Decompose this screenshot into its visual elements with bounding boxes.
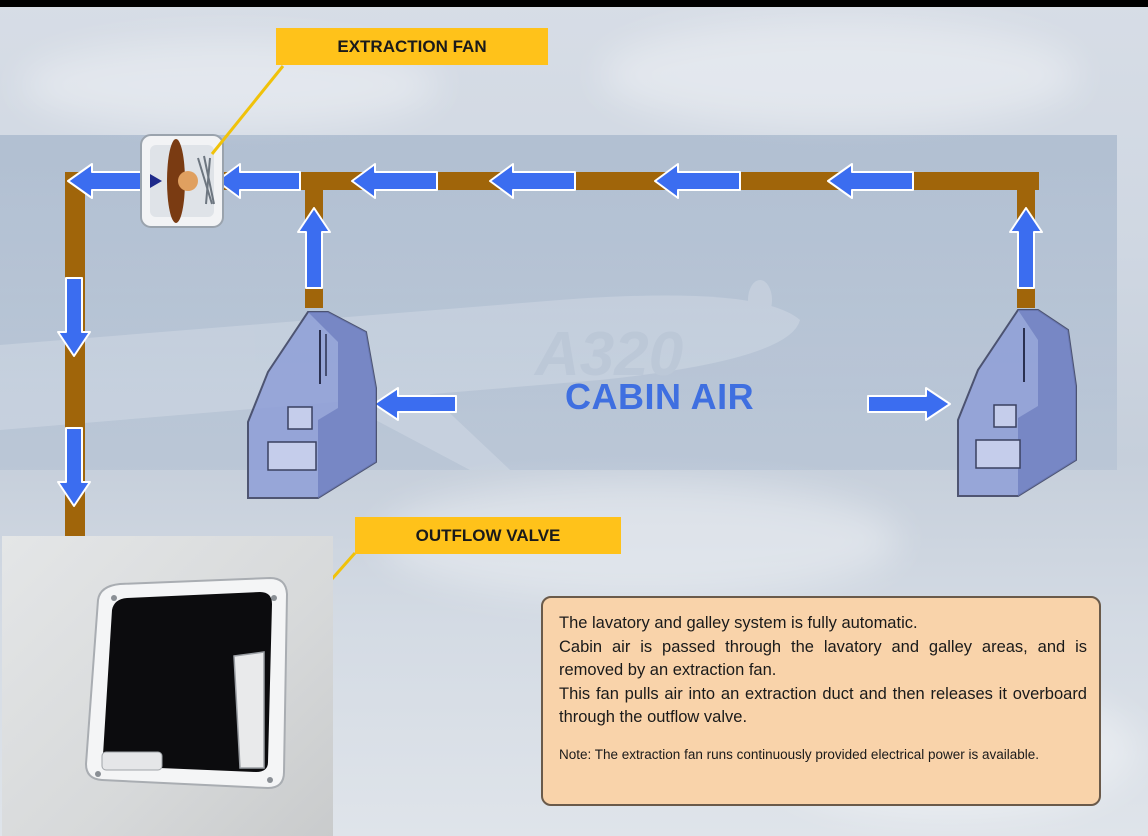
outflow-valve-icon xyxy=(84,576,289,790)
top-bar xyxy=(0,0,1148,7)
flow-arrow-icon xyxy=(1009,207,1043,289)
flow-arrow-icon xyxy=(297,207,331,289)
flow-arrow-icon xyxy=(867,387,951,421)
info-line: Cabin air is passed through the lavatory… xyxy=(559,637,1087,680)
flow-arrow-icon xyxy=(827,163,914,199)
info-note: Note: The extraction fan runs continuous… xyxy=(559,746,1040,762)
flow-arrows xyxy=(57,163,1043,507)
cabin-air-label: CABIN AIR xyxy=(565,376,755,417)
outflow-valve-photo xyxy=(2,536,333,836)
flow-arrow-icon xyxy=(654,163,741,199)
lavatory-icon xyxy=(247,311,377,499)
flow-arrow-icon xyxy=(351,163,438,199)
aircraft-watermark: A320 xyxy=(0,280,800,470)
flow-arrow-icon xyxy=(57,427,91,507)
flow-arrow-icon xyxy=(216,163,301,199)
extraction-fan-label: EXTRACTION FAN xyxy=(276,28,548,65)
extraction-fan-icon xyxy=(140,134,224,228)
flow-arrow-icon xyxy=(489,163,576,199)
lavatory-icon xyxy=(957,309,1077,497)
flow-arrow-icon xyxy=(373,387,457,421)
a320-watermark: A320 xyxy=(533,320,683,389)
info-line: The lavatory and galley system is fully … xyxy=(559,614,918,632)
info-line: This fan pulls air into an extraction du… xyxy=(559,684,1087,727)
info-main-text: The lavatory and galley system is fully … xyxy=(559,612,1087,730)
flow-arrow-icon xyxy=(57,277,91,357)
extraction-fan-pointer xyxy=(210,65,285,155)
info-box: The lavatory and galley system is fully … xyxy=(541,596,1101,806)
cloud xyxy=(600,20,1080,130)
outflow-valve-label: OUTFLOW VALVE xyxy=(355,517,621,554)
